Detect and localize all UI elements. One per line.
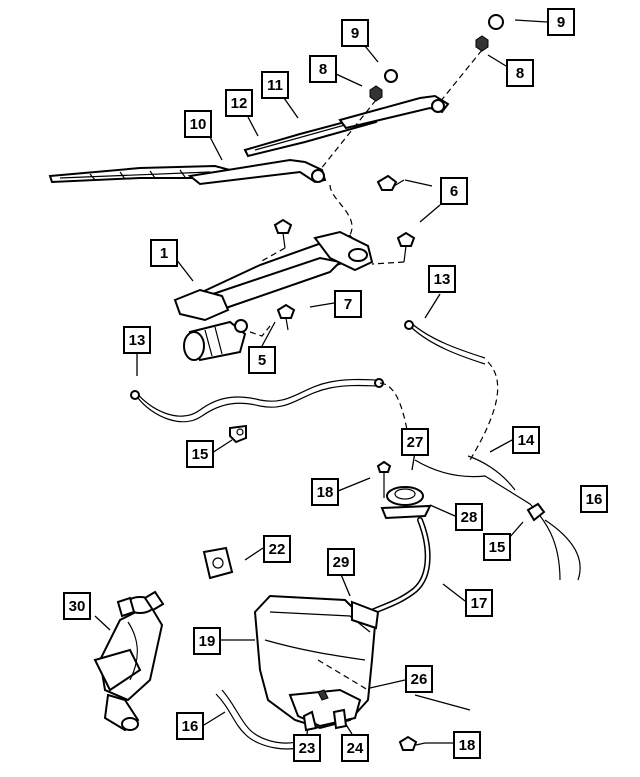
pivot-dash-lines bbox=[319, 49, 483, 236]
callout-24: 24 bbox=[341, 734, 369, 762]
callout-16: 16 bbox=[580, 485, 608, 513]
filler-hose-corrugated bbox=[369, 517, 431, 615]
module-bolts bbox=[249, 174, 416, 337]
callout-13: 13 bbox=[123, 326, 151, 354]
callout-6: 6 bbox=[440, 177, 468, 205]
callout-5: 5 bbox=[248, 346, 276, 374]
wiper-motor bbox=[183, 319, 248, 362]
callout-1: 1 bbox=[150, 239, 178, 267]
callout-22: 22 bbox=[263, 535, 291, 563]
callout-18: 18 bbox=[453, 731, 481, 759]
callout-10: 10 bbox=[184, 110, 212, 138]
callout-8: 8 bbox=[309, 55, 337, 83]
callout-15: 15 bbox=[186, 440, 214, 468]
hose-clip-left bbox=[229, 424, 247, 444]
washer-pump-and-fittings bbox=[302, 708, 348, 732]
callout-28: 28 bbox=[455, 503, 483, 531]
callout-14: 14 bbox=[512, 426, 540, 454]
callout-7: 7 bbox=[334, 290, 362, 318]
callout-30: 30 bbox=[63, 592, 91, 620]
wiper-module-linkage bbox=[173, 230, 374, 322]
wiper-arm-left bbox=[187, 158, 327, 186]
callout-12: 12 bbox=[225, 89, 253, 117]
callout-16: 16 bbox=[176, 712, 204, 740]
callout-18: 18 bbox=[311, 478, 339, 506]
washer-hose-right bbox=[404, 320, 486, 365]
callout-23: 23 bbox=[293, 734, 321, 762]
nut-clip bbox=[202, 546, 234, 580]
washer-pump-assembly bbox=[93, 590, 165, 732]
filler-neck bbox=[380, 486, 432, 520]
washer-supply-hose bbox=[414, 455, 581, 581]
leader-lines bbox=[94, 19, 548, 744]
pivot-nuts-and-caps bbox=[369, 14, 504, 102]
reservoir-hose-lower bbox=[215, 689, 309, 750]
callout-8: 8 bbox=[506, 59, 534, 87]
reservoir-bolt-upper bbox=[376, 460, 392, 498]
callout-27: 27 bbox=[401, 428, 429, 456]
callout-13: 13 bbox=[428, 265, 456, 293]
callout-29: 29 bbox=[327, 548, 355, 576]
callout-26: 26 bbox=[405, 665, 433, 693]
reservoir-bolt-lower bbox=[398, 735, 426, 751]
callout-9: 9 bbox=[547, 8, 575, 36]
callout-19: 19 bbox=[193, 627, 221, 655]
callout-11: 11 bbox=[261, 71, 289, 99]
callout-9: 9 bbox=[341, 19, 369, 47]
wiper-arm-right bbox=[338, 94, 450, 130]
callout-17: 17 bbox=[465, 589, 493, 617]
callout-15: 15 bbox=[483, 533, 511, 561]
